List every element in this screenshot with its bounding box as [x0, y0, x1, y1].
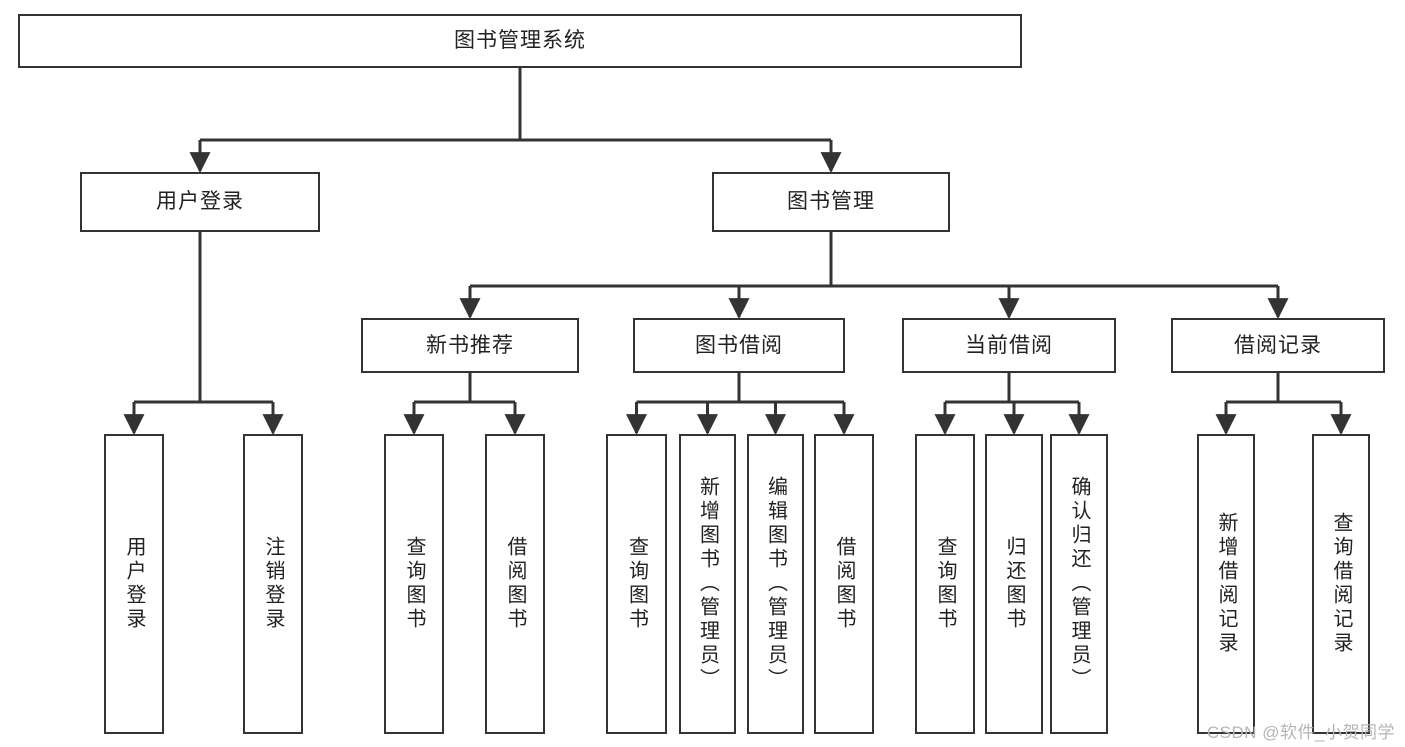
node-leaf-query-book-3[interactable]: 查询图书	[915, 434, 975, 734]
node-label: 借阅图书	[833, 536, 855, 632]
node-new-book-recommend[interactable]: 新书推荐	[361, 318, 579, 373]
node-label: 用户登录	[156, 190, 244, 214]
node-label: 新书推荐	[426, 333, 514, 357]
node-label: 确认归还（管理员）	[1068, 476, 1090, 692]
node-leaf-add-book[interactable]: 新增图书（管理员）	[679, 434, 736, 734]
node-leaf-query-record[interactable]: 查询借阅记录	[1312, 434, 1370, 734]
node-label: 查询图书	[403, 536, 425, 632]
node-leaf-query-book-1[interactable]: 查询图书	[384, 434, 444, 734]
node-label: 借阅记录	[1234, 333, 1322, 357]
node-leaf-logout[interactable]: 注销登录	[243, 434, 303, 734]
node-label: 新增借阅记录	[1215, 512, 1237, 656]
node-root[interactable]: 图书管理系统	[18, 14, 1022, 68]
watermark-text: CSDN @软件_小贺同学	[1206, 723, 1395, 742]
node-leaf-user-login[interactable]: 用户登录	[104, 434, 164, 734]
node-leaf-borrow-book-1[interactable]: 借阅图书	[485, 434, 545, 734]
node-label: 归还图书	[1003, 536, 1025, 632]
node-label: 图书管理	[787, 190, 875, 214]
node-label: 图书管理系统	[454, 29, 586, 53]
node-label: 查询图书	[625, 536, 648, 632]
node-borrow-record[interactable]: 借阅记录	[1171, 318, 1385, 373]
node-label: 查询图书	[934, 536, 956, 632]
node-label: 当前借阅	[965, 333, 1053, 357]
node-label: 编辑图书（管理员）	[764, 476, 787, 692]
node-label: 新增图书（管理员）	[696, 476, 719, 692]
node-label: 借阅图书	[504, 536, 526, 632]
node-book-borrow[interactable]: 图书借阅	[633, 318, 845, 373]
node-leaf-confirm-return[interactable]: 确认归还（管理员）	[1050, 434, 1108, 734]
node-label: 查询借阅记录	[1330, 512, 1352, 656]
node-leaf-query-book-2[interactable]: 查询图书	[606, 434, 667, 734]
node-leaf-add-record[interactable]: 新增借阅记录	[1197, 434, 1255, 734]
node-label: 图书借阅	[695, 333, 783, 357]
node-leaf-borrow-book-2[interactable]: 借阅图书	[814, 434, 874, 734]
node-leaf-edit-book[interactable]: 编辑图书（管理员）	[747, 434, 804, 734]
node-current-borrow[interactable]: 当前借阅	[902, 318, 1116, 373]
node-label: 用户登录	[123, 536, 145, 632]
node-leaf-return-book[interactable]: 归还图书	[985, 434, 1043, 734]
node-user-login[interactable]: 用户登录	[80, 172, 320, 232]
node-book-manage[interactable]: 图书管理	[712, 172, 950, 232]
node-label: 注销登录	[262, 536, 284, 632]
